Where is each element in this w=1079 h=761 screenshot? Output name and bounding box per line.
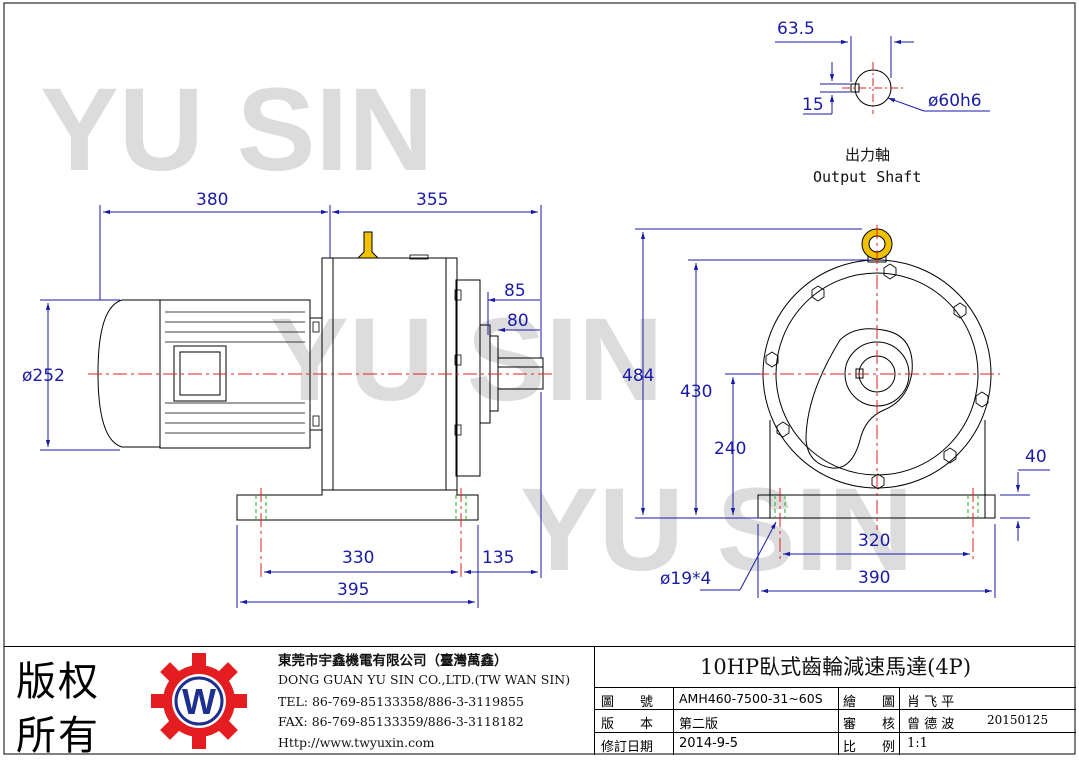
value-scale: 1:1 — [907, 736, 928, 751]
value-version: 第二版 — [679, 717, 719, 732]
value-revision-date: 2014-9-5 — [679, 736, 739, 751]
side-dimensions — [40, 205, 542, 608]
value-drawn-by: 肖 飞 平 — [907, 695, 955, 710]
dim-diameter-252: ø252 — [22, 366, 65, 386]
value-review-date: 20150125 — [987, 713, 1049, 727]
company-name-en: DONG GUAN YU SIN CO.,LTD.(TW WAN SIN) — [278, 672, 571, 687]
label-scale: 比 例 — [843, 740, 896, 755]
side-centerlines — [88, 373, 555, 578]
dim-430: 430 — [680, 382, 712, 402]
label-drawing-no: 圖 號 — [601, 695, 654, 710]
company-tel: TEL: 86-769-85133358/886-3-3119855 — [278, 694, 524, 709]
foot-base — [236, 490, 479, 521]
label-version: 版 本 — [601, 717, 654, 732]
dim-80: 80 — [507, 311, 529, 331]
dim-135: 135 — [482, 548, 514, 568]
copyright-line-1: 版权 — [16, 659, 100, 705]
watermark-2: YU SIN — [270, 294, 663, 426]
dim-85: 85 — [504, 281, 526, 301]
company-name-cn: 東莞市宇鑫機電有限公司（臺灣萬鑫） — [278, 653, 508, 669]
company-logo: W — [151, 653, 247, 749]
company-fax: FAX: 86-769-85133359/886-3-3118182 — [278, 714, 524, 729]
logo-letter: W — [182, 681, 216, 722]
title-grid: 10HP臥式齒輪減速馬達(4P) 圖 號 AMH460-7500-31~60S … — [594, 647, 1076, 755]
dim-320: 320 — [858, 531, 890, 551]
title-block: 版权 所有 W 東莞市宇鑫機電有限公司（臺灣萬鑫） DONG GUAN — [4, 646, 1076, 759]
watermark-group: YU SIN YU SIN YU SIN — [40, 64, 913, 596]
side-mounting-holes — [255, 495, 467, 520]
dim-40: 40 — [1025, 447, 1047, 467]
watermark-3: YU SIN — [520, 464, 913, 596]
dim-hole-19x4: ø19*4 — [660, 569, 711, 589]
company-web: Http://www.twyuxin.com — [278, 735, 435, 750]
shaft-label-cn: 出力軸 — [845, 146, 890, 164]
dim-diameter-60h6: ø60h6 — [928, 91, 982, 111]
shaft-detail — [775, 36, 990, 115]
watermark-1: YU SIN — [40, 64, 433, 196]
dim-390: 390 — [858, 568, 890, 588]
product-title: 10HP臥式齒輪減速馬達(4P) — [699, 655, 972, 679]
dim-484: 484 — [622, 366, 654, 386]
flange-bolts — [765, 263, 989, 490]
front-dimensions — [635, 228, 1050, 598]
label-drawn: 繪 圖 — [843, 695, 896, 710]
value-drawing-no: AMH460-7500-31~60S — [679, 691, 823, 706]
dim-63-5: 63.5 — [777, 19, 815, 39]
shaft-label-en: Output Shaft — [813, 168, 921, 186]
bearing-cover — [805, 328, 913, 469]
front-foot — [757, 494, 996, 519]
dim-15: 15 — [802, 95, 824, 115]
value-reviewed-by: 曾 德 波 — [907, 717, 955, 732]
sheet-border — [3, 2, 1076, 755]
front-mounting-holes — [774, 495, 979, 518]
copyright-line-2: 所有 — [16, 713, 100, 759]
dim-240: 240 — [714, 439, 746, 459]
label-review: 審 核 — [843, 717, 896, 732]
motor-fan-cover — [97, 299, 161, 448]
dim-380: 380 — [196, 190, 228, 210]
dim-395: 395 — [337, 580, 369, 600]
dim-355: 355 — [416, 190, 448, 210]
label-revision-date: 修訂日期 — [601, 740, 654, 755]
lifting-eye-side — [356, 231, 380, 259]
dim-330: 330 — [342, 548, 374, 568]
front-centerlines — [755, 225, 1000, 560]
